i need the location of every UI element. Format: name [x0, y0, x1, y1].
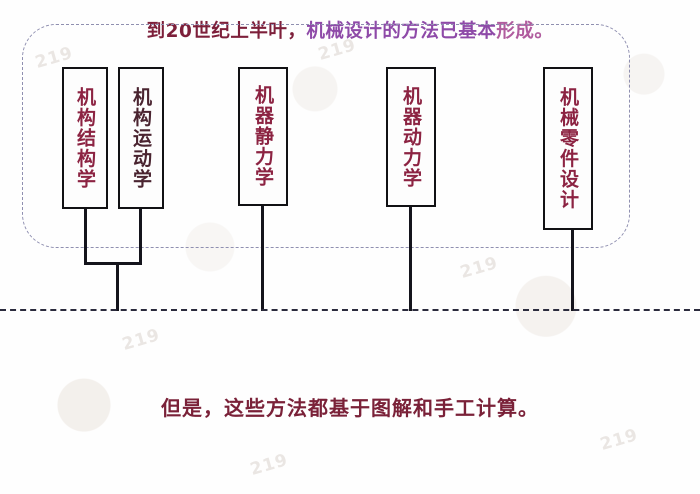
node-label: 机器动力学: [400, 85, 423, 189]
node-box-mechanism-structure[interactable]: 机构结构学: [62, 67, 108, 209]
node-label: 机构结构学: [74, 86, 97, 190]
methods-group-outline: [22, 24, 630, 248]
watermark: 219: [457, 253, 501, 283]
watermark: 219: [247, 450, 291, 480]
watermark: 219: [597, 425, 641, 455]
node-box-mechanism-kinematics[interactable]: 机构运动学: [118, 67, 164, 209]
connector-leg-box2: [139, 209, 142, 264]
node-label: 机器静力学: [252, 85, 275, 188]
node-box-machine-statics[interactable]: 机器静力学: [238, 67, 288, 206]
connector-leg-box5: [571, 230, 574, 311]
connector-leg-box3: [261, 206, 264, 311]
headline-part-1: 到20世纪上半叶，: [146, 21, 307, 42]
connector-leg-box1: [84, 209, 87, 264]
node-label: 机构运动学: [130, 86, 153, 190]
section-divider: [0, 309, 700, 311]
headline-text: 到20世纪上半叶，机械设计的方法已基本形成。: [0, 17, 700, 43]
node-box-machine-part-design[interactable]: 机械零件设计: [543, 67, 593, 230]
connector-leg-box4: [409, 207, 412, 311]
caption-text: 但是，这些方法都基于图解和手工计算。: [161, 396, 539, 420]
headline-part-3: 形成。: [496, 21, 554, 42]
connector-merge-bar: [84, 262, 142, 265]
node-label: 机械零件设计: [557, 87, 580, 210]
watermark: 219: [119, 325, 163, 355]
headline-part-2: 机械设计的方法已基本: [306, 21, 497, 42]
connector-trunk-merged: [116, 262, 119, 311]
node-box-machine-dynamics[interactable]: 机器动力学: [386, 67, 436, 207]
